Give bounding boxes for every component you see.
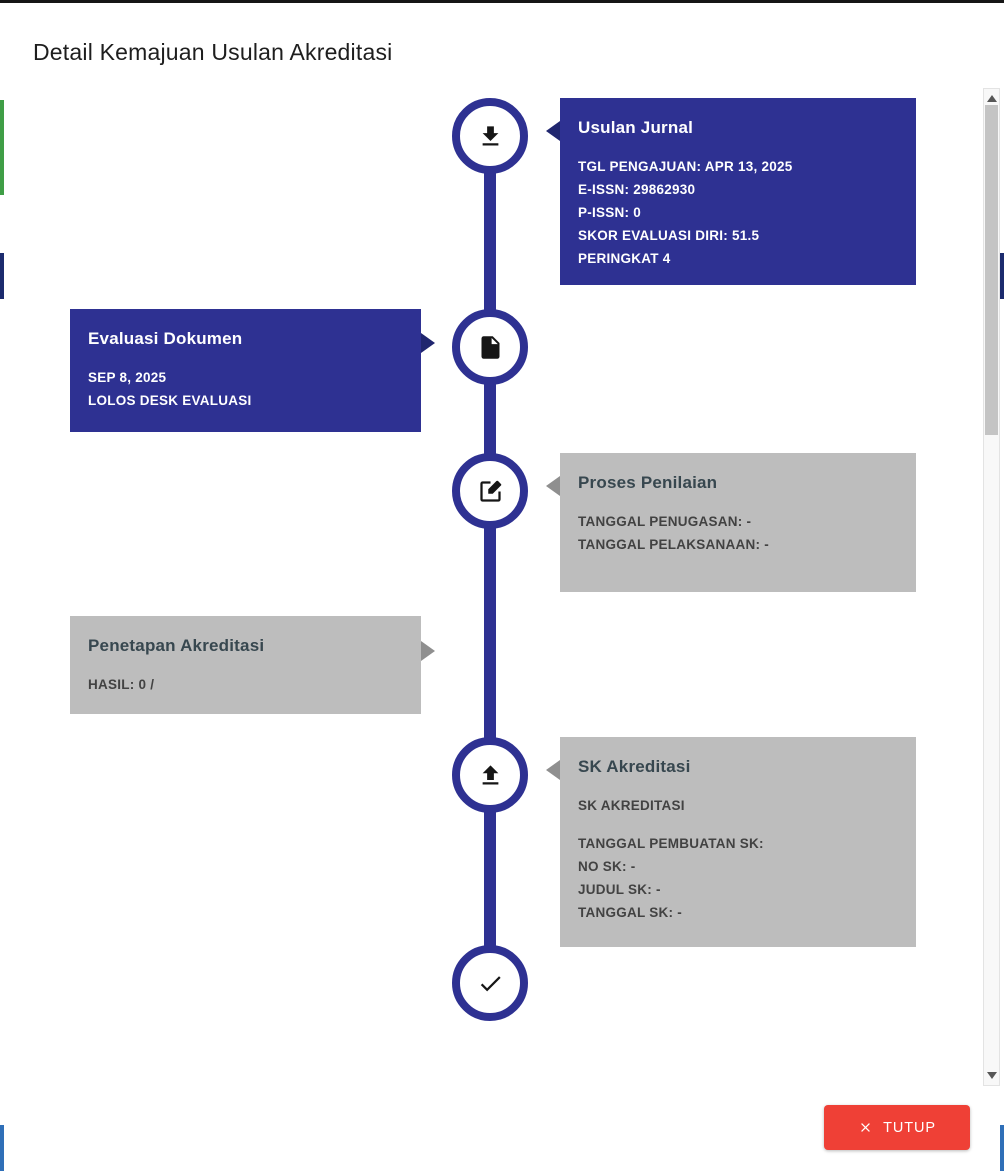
timeline-node-usulan-jurnal bbox=[452, 98, 528, 174]
background-page-edge-blue-left bbox=[0, 1125, 4, 1171]
card-line: JUDUL SK: - bbox=[578, 882, 661, 897]
timeline-line bbox=[484, 136, 496, 983]
card-title: Usulan Jurnal bbox=[578, 118, 694, 137]
card-line: SKOR EVALUASI DIRI: 51.5 bbox=[578, 228, 760, 243]
scrollbar-up-arrow-icon[interactable] bbox=[986, 95, 997, 102]
card-title: Proses Penilaian bbox=[578, 473, 718, 492]
card-title: Penetapan Akreditasi bbox=[88, 636, 265, 655]
scrollbar-down-arrow-icon[interactable] bbox=[986, 1072, 997, 1079]
card-line: PERINGKAT 4 bbox=[578, 251, 671, 266]
card-line: NO SK: - bbox=[578, 859, 636, 874]
vertical-scrollbar[interactable] bbox=[983, 88, 1000, 1086]
timeline-node-proses-penilaian bbox=[452, 453, 528, 529]
card-line: LOLOS DESK EVALUASI bbox=[88, 393, 252, 408]
card-title: SK Akreditasi bbox=[578, 757, 691, 776]
check-icon bbox=[480, 975, 501, 991]
card-line: TANGGAL SK: - bbox=[578, 905, 682, 920]
timeline-card-usulan-jurnal: Usulan Jurnal TGL PENGAJUAN: APR 13, 202… bbox=[560, 98, 916, 285]
card-arrow-proses-penilaian bbox=[546, 476, 560, 496]
card-title: Evaluasi Dokumen bbox=[88, 329, 243, 348]
x-icon bbox=[861, 1123, 870, 1132]
upload-icon bbox=[482, 764, 498, 784]
timeline-card-sk-akreditasi: SK Akreditasi SK AKREDITASI TANGGAL PEMB… bbox=[560, 737, 916, 947]
card-line: HASIL: 0 / bbox=[88, 677, 155, 692]
timeline-card-penetapan-akreditasi: Penetapan Akreditasi HASIL: 0 / bbox=[70, 616, 421, 714]
timeline-card-evaluasi-dokumen: Evaluasi Dokumen SEP 8, 2025 LOLOS DESK … bbox=[70, 309, 421, 432]
card-line: P-ISSN: 0 bbox=[578, 205, 642, 220]
timeline-node-selesai bbox=[452, 945, 528, 1021]
card-line: SK AKREDITASI bbox=[578, 798, 685, 813]
background-page-edge-green bbox=[0, 100, 4, 195]
background-page-edge-blue-right bbox=[1000, 1125, 1004, 1171]
close-button-label: TUTUP bbox=[883, 1119, 936, 1136]
file-icon bbox=[481, 335, 499, 359]
card-line: TANGGAL PENUGASAN: - bbox=[578, 514, 752, 529]
modal-title: Detail Kemajuan Usulan Akreditasi bbox=[33, 39, 393, 65]
card-arrow-sk-akreditasi bbox=[546, 760, 560, 780]
background-page-edge-navy-right bbox=[1000, 253, 1004, 299]
card-arrow-evaluasi-dokumen bbox=[421, 333, 435, 353]
background-page-edge-navy-left bbox=[0, 253, 4, 299]
card-line: E-ISSN: 29862930 bbox=[578, 182, 696, 197]
download-icon bbox=[482, 125, 498, 145]
timeline-card-proses-penilaian: Proses Penilaian TANGGAL PENUGASAN: - TA… bbox=[560, 453, 916, 592]
card-line: TANGGAL PEMBUATAN SK: bbox=[578, 836, 764, 851]
close-button[interactable]: TUTUP bbox=[824, 1105, 970, 1150]
scrollbar-thumb[interactable] bbox=[985, 105, 998, 435]
timeline-node-sk-akreditasi bbox=[452, 737, 528, 813]
card-line: TANGGAL PELAKSANAAN: - bbox=[578, 537, 769, 552]
card-line: TGL PENGAJUAN: APR 13, 2025 bbox=[578, 159, 793, 174]
card-arrow-usulan-jurnal bbox=[546, 121, 560, 141]
card-line: SEP 8, 2025 bbox=[88, 370, 167, 385]
card-arrow-penetapan-akreditasi bbox=[421, 641, 435, 661]
card-line bbox=[578, 817, 898, 832]
timeline-node-evaluasi-dokumen bbox=[452, 309, 528, 385]
edit-icon bbox=[479, 480, 501, 502]
